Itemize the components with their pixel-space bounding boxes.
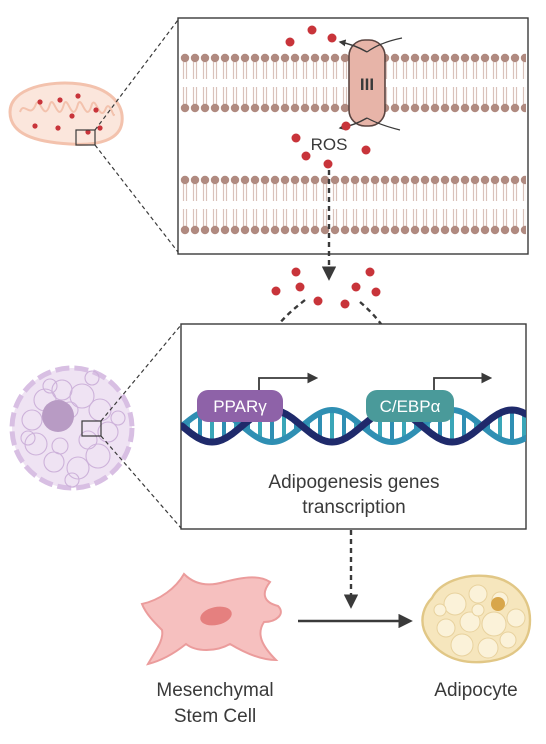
adipocyte-label: Adipocyte [434,680,517,701]
ros-to-ppar-arrow [266,299,306,343]
membrane-bilayer [180,172,526,236]
ppar-gamma-factor: PPARγ [197,372,319,422]
transcription-panel: PPARγ C/EBPα Adipogenesis genes transcri… [180,323,527,530]
zoom-guide-line [100,435,182,529]
mesenchymal-stem-cell [140,572,282,666]
zoom-region-marker [75,129,96,146]
ros-label: ROS [311,135,348,154]
stem-cell-label-line1: Mesenchymal [156,680,273,701]
transcription-caption-line1: Adipogenesis genes [268,472,439,493]
cell-nucleus [9,365,135,491]
zoom-guide-line [94,144,179,253]
membrane-panel: III ROS [177,17,529,255]
cebp-alpha-factor: C/EBPα [366,372,493,422]
stem-cell-label-line2: Stem Cell [174,706,256,727]
adipocyte-cell [421,574,532,664]
ppar-gamma-label: PPARγ [213,397,267,416]
released-ros-particles [271,267,381,309]
cebp-alpha-label: C/EBPα [380,397,441,416]
adipocyte-nucleus [491,597,505,611]
transcription-caption-line2: transcription [302,497,406,518]
stem-cell-nucleus [200,606,232,626]
ros-particles [285,25,371,169]
zoom-guide-line [94,19,179,131]
zoom-region-marker [81,420,102,437]
mitochondrion [8,81,124,146]
complex-iii-label: III [360,75,374,94]
